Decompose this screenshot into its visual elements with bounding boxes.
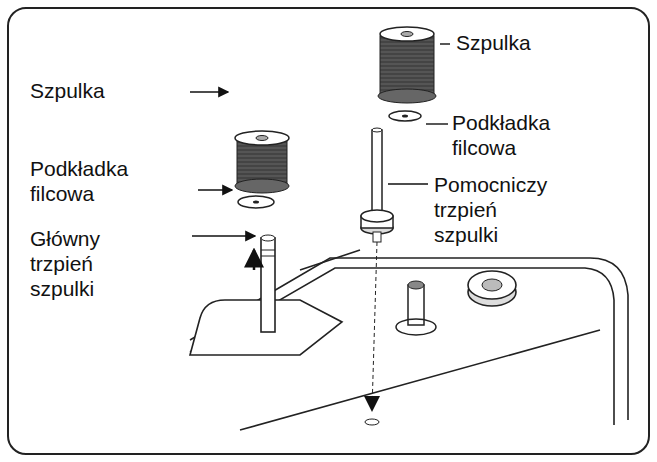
part-label: Główny trzpień szpulki (30, 226, 100, 301)
part-label: Szpulka (30, 78, 105, 103)
part-label: Podkładka filcowa (30, 156, 128, 206)
part-label: Szpulka (456, 30, 531, 55)
part-label: Pomocniczy trzpień szpulki (434, 172, 547, 247)
part-label: Podkładka filcowa (452, 110, 550, 160)
